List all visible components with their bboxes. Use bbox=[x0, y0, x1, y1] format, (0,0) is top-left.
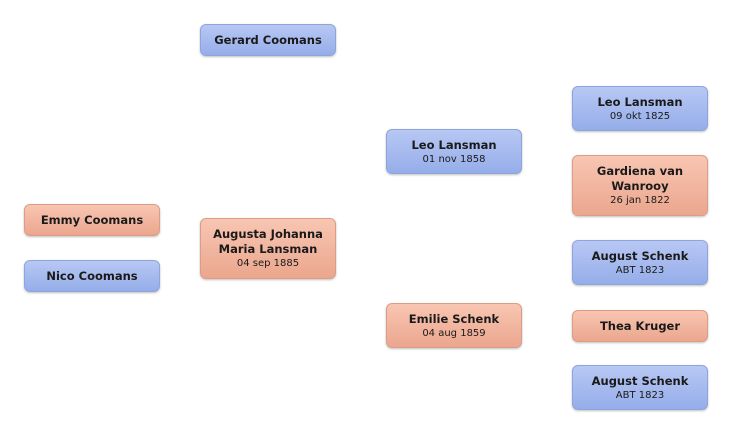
person-card-thea-kruger[interactable]: Thea Kruger bbox=[572, 310, 708, 342]
person-name: Augusta Johanna Maria Lansman bbox=[213, 227, 323, 256]
person-date: 04 aug 1859 bbox=[422, 327, 486, 339]
person-date: ABT 1823 bbox=[615, 389, 665, 401]
person-name: Gardiena van Wanrooy bbox=[596, 164, 684, 193]
person-card-nico-coomans[interactable]: Nico Coomans bbox=[24, 260, 160, 292]
person-date: ABT 1823 bbox=[615, 264, 665, 276]
person-name: Nico Coomans bbox=[46, 268, 138, 283]
person-card-augusta-lansman[interactable]: Augusta Johanna Maria Lansman 04 sep 188… bbox=[200, 218, 336, 279]
person-card-gerard-coomans[interactable]: Gerard Coomans bbox=[200, 24, 336, 56]
person-card-gardiena-van-wanrooy[interactable]: Gardiena van Wanrooy 26 jan 1822 bbox=[572, 155, 708, 216]
person-date: 26 jan 1822 bbox=[610, 195, 670, 206]
person-name: August Schenk bbox=[591, 373, 689, 388]
person-name: August Schenk bbox=[591, 248, 689, 263]
person-date: 09 okt 1825 bbox=[609, 110, 671, 122]
person-name: Emmy Coomans bbox=[40, 212, 144, 227]
person-name: Thea Kruger bbox=[599, 318, 681, 333]
person-name: Leo Lansman bbox=[411, 137, 497, 152]
person-date: 04 sep 1885 bbox=[236, 258, 300, 269]
person-name: Gerard Coomans bbox=[214, 32, 322, 47]
person-card-august-schenk-1[interactable]: August Schenk ABT 1823 bbox=[572, 240, 708, 285]
person-name: Leo Lansman bbox=[597, 94, 683, 109]
person-card-emilie-schenk[interactable]: Emilie Schenk 04 aug 1859 bbox=[386, 303, 522, 348]
person-card-august-schenk-2[interactable]: August Schenk ABT 1823 bbox=[572, 365, 708, 410]
person-date: 01 nov 1858 bbox=[422, 153, 486, 165]
person-name: Emilie Schenk bbox=[408, 311, 500, 326]
person-card-leo-lansman-1858[interactable]: Leo Lansman 01 nov 1858 bbox=[386, 129, 522, 174]
person-card-emmy-coomans[interactable]: Emmy Coomans bbox=[24, 204, 160, 236]
person-card-leo-lansman-1825[interactable]: Leo Lansman 09 okt 1825 bbox=[572, 86, 708, 131]
